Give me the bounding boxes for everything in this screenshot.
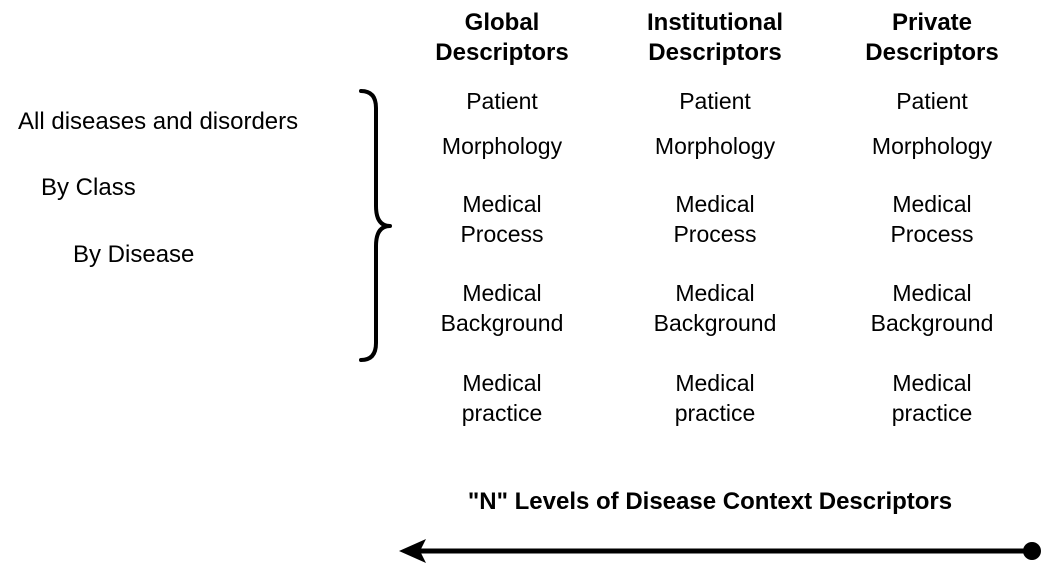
- levels-caption: "N" Levels of Disease Context Descriptor…: [467, 488, 953, 515]
- column-header-line2: Descriptors: [648, 39, 782, 66]
- scope-all-diseases: All diseases and disorders: [18, 108, 299, 135]
- column-header-line2: Descriptors: [435, 39, 569, 66]
- cell-private-medical-practice: Medical practice: [827, 368, 1037, 428]
- cell-private-medical-background: Medical Background: [827, 278, 1037, 338]
- column-header-private: Private Descriptors: [827, 8, 1037, 68]
- column-header-line1: Institutional: [647, 9, 783, 36]
- cell-private-morphology: Morphology: [827, 131, 1037, 161]
- cell-line1: Morphology: [441, 133, 563, 159]
- cell-line2: practice: [461, 400, 543, 426]
- cell-line1: Medical: [892, 370, 972, 396]
- arrowhead-left-icon: [399, 539, 426, 563]
- cell-line2: practice: [891, 400, 973, 426]
- cell-line1: Medical: [462, 191, 542, 217]
- cell-line2: practice: [674, 400, 756, 426]
- cell-global-medical-process: Medical Process: [397, 189, 607, 249]
- cell-line1: Patient: [896, 88, 968, 114]
- cell-private-patient: Patient: [827, 86, 1037, 116]
- cell-global-medical-background: Medical Background: [397, 278, 607, 338]
- column-header-line1: Private: [891, 9, 973, 36]
- cell-line2: Process: [890, 221, 974, 247]
- cell-line1: Medical: [892, 191, 972, 217]
- cell-global-morphology: Morphology: [397, 131, 607, 161]
- cell-global-patient: Patient: [397, 86, 607, 116]
- cell-institutional-morphology: Morphology: [610, 131, 820, 161]
- cell-line2: Background: [870, 310, 994, 336]
- cell-line1: Medical: [462, 370, 542, 396]
- cell-institutional-medical-process: Medical Process: [610, 189, 820, 249]
- cell-line1: Morphology: [654, 133, 776, 159]
- scope-by-class: By Class: [41, 174, 136, 201]
- cell-line1: Medical: [675, 280, 755, 306]
- column-header-line1: Global: [464, 9, 540, 36]
- cell-institutional-patient: Patient: [610, 86, 820, 116]
- scope-by-disease: By Disease: [73, 241, 195, 268]
- curly-brace-icon: [359, 89, 392, 362]
- cell-line1: Morphology: [871, 133, 993, 159]
- cell-line1: Patient: [679, 88, 751, 114]
- cell-line2: Process: [460, 221, 544, 247]
- cell-line2: Process: [673, 221, 757, 247]
- cell-line2: Background: [653, 310, 777, 336]
- column-header-institutional: Institutional Descriptors: [610, 8, 820, 68]
- column-header-line2: Descriptors: [865, 39, 999, 66]
- cell-line2: Background: [440, 310, 564, 336]
- arrow-end-dot-icon: [1023, 542, 1041, 560]
- cell-line1: Medical: [675, 370, 755, 396]
- cell-line1: Medical: [675, 191, 755, 217]
- cell-line1: Medical: [462, 280, 542, 306]
- cell-line1: Medical: [892, 280, 972, 306]
- cell-global-medical-practice: Medical practice: [397, 368, 607, 428]
- cell-line1: Patient: [466, 88, 538, 114]
- column-header-global: Global Descriptors: [397, 8, 607, 68]
- cell-private-medical-process: Medical Process: [827, 189, 1037, 249]
- cell-institutional-medical-practice: Medical practice: [610, 368, 820, 428]
- cell-institutional-medical-background: Medical Background: [610, 278, 820, 338]
